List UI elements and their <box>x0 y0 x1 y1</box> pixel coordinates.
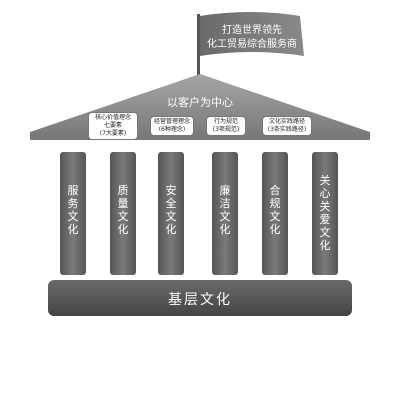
base <box>48 280 352 316</box>
roof-title: 以客户为中心 <box>167 96 233 109</box>
box-line: (6种理念) <box>158 126 186 133</box>
pillar-1 <box>60 152 86 275</box>
base-label: 基层文化 <box>168 292 232 308</box>
pillar-6 <box>312 152 338 275</box>
pillar-label-compliance: 合规文化 <box>269 184 281 236</box>
roof-box-core-values: 核心价值理念 七要素 (7大要素) <box>88 112 138 140</box>
pillar-label-service: 服务文化 <box>67 184 79 236</box>
pillar-label-safety: 安全文化 <box>165 184 177 236</box>
box-line: (3条实践路径) <box>267 126 307 133</box>
box-line: 七要素 <box>103 122 122 129</box>
pillar-2 <box>110 152 136 275</box>
pillar-5 <box>262 152 288 275</box>
pillar-4 <box>212 152 238 275</box>
box-line: (7大要素) <box>99 130 127 137</box>
pillar-label-quality: 质量文化 <box>117 184 129 236</box>
roof-box-practice: 文化实践路径 (3条实践路径) <box>262 116 312 136</box>
flag-pole <box>197 14 200 76</box>
pillar-label-care: 关心关爱文化 <box>319 174 331 252</box>
box-line: 行为规范 <box>213 118 238 125</box>
pillar-3 <box>158 152 184 275</box>
box-line: 核心价值理念 <box>94 114 131 121</box>
flag-line-1: 打造世界领先 <box>222 25 282 36</box>
box-line: 经营管理理念 <box>153 118 190 125</box>
roof-box-behavior: 行为规范 (3项规范) <box>206 116 246 136</box>
flag-line-2: 化工贸易综合服务商 <box>207 39 297 50</box>
box-line: (3项规范) <box>212 126 240 133</box>
flag <box>200 12 304 56</box>
pillars <box>60 152 338 275</box>
roof-beam <box>30 132 370 140</box>
box-line: 文化实践路径 <box>268 118 305 125</box>
roof-box-management: 经营管理理念 (6种理念) <box>150 116 194 136</box>
pillar-label-integrity: 廉洁文化 <box>219 184 231 236</box>
